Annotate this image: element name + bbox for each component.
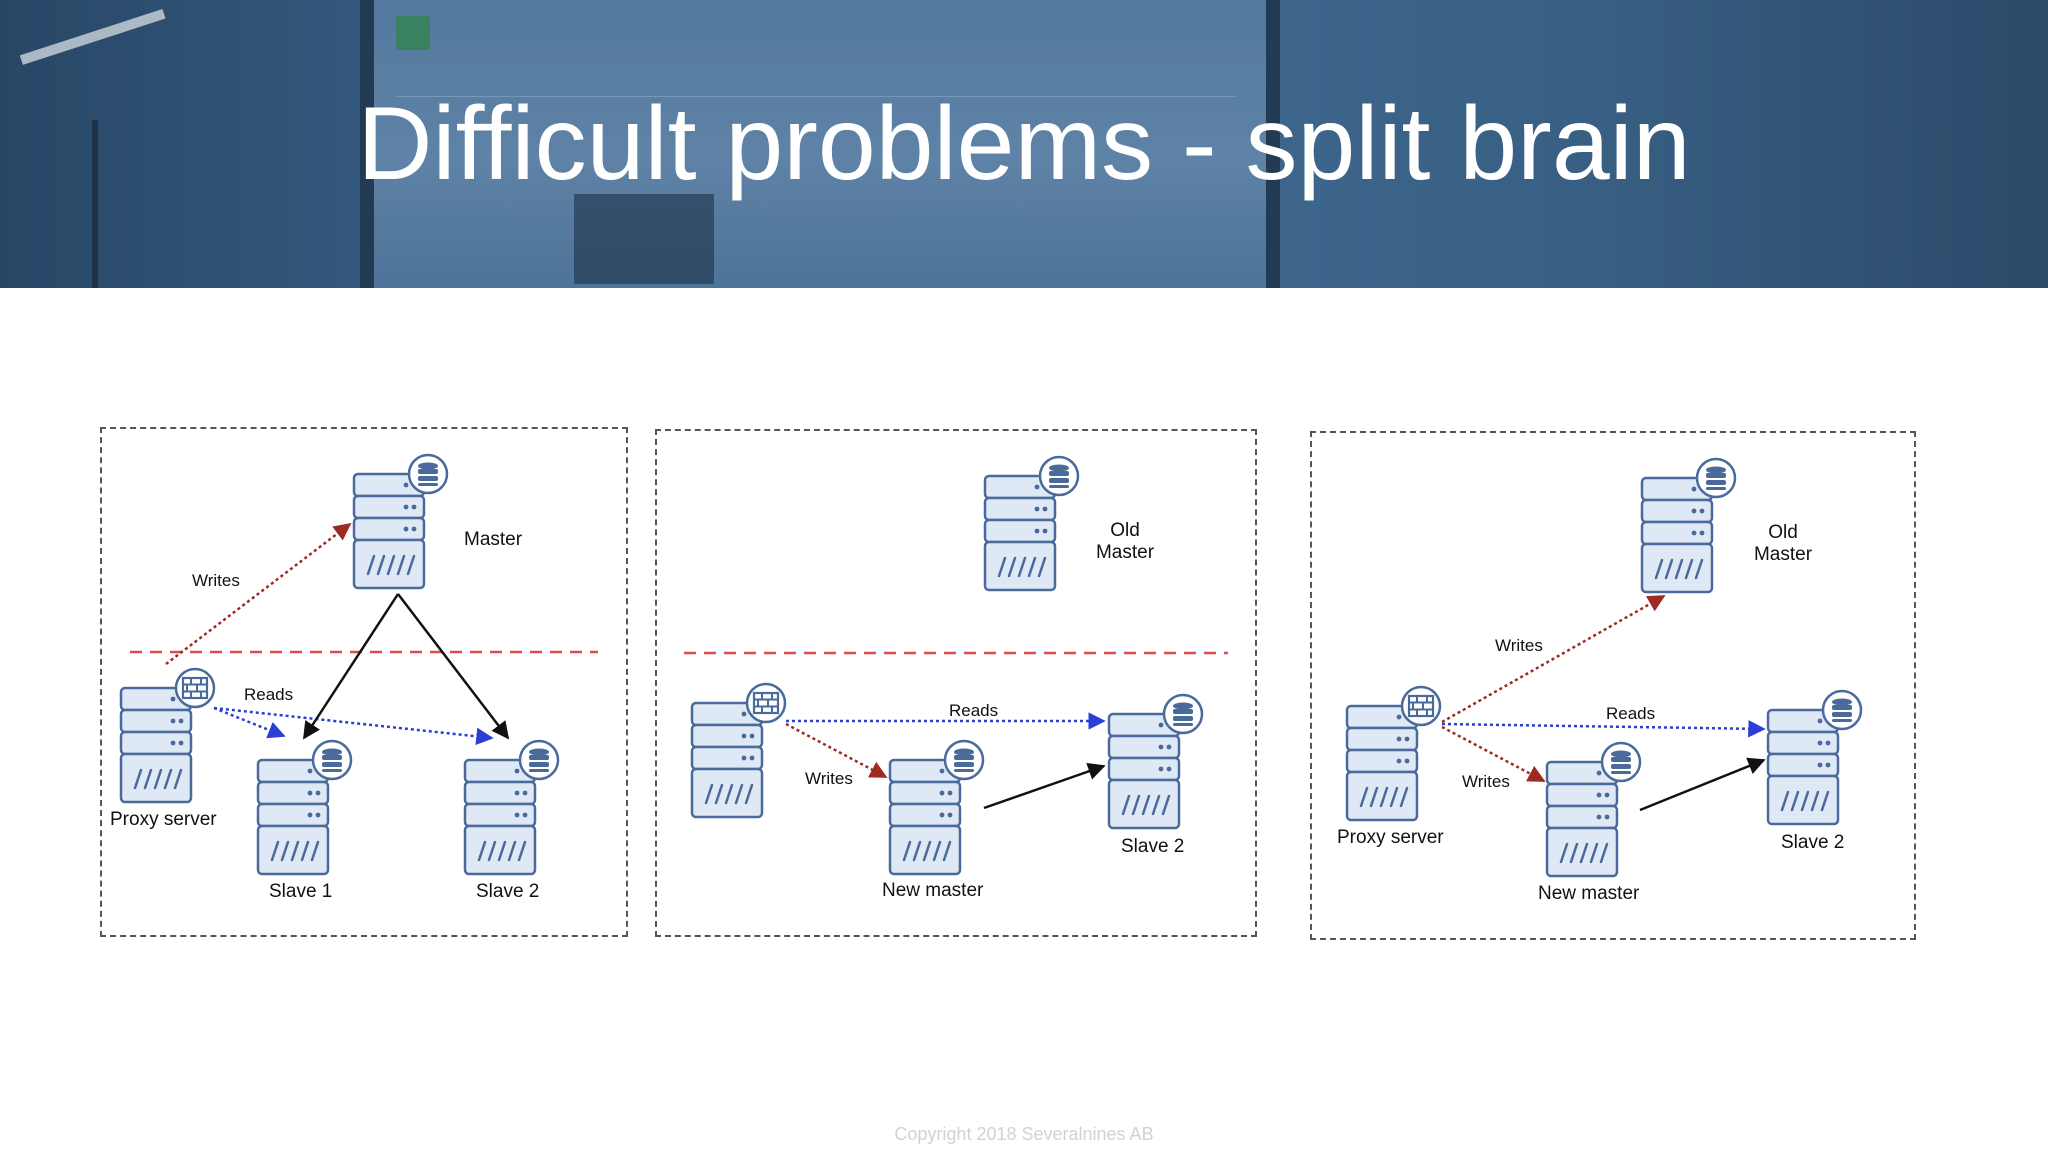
database-icon — [518, 739, 560, 781]
panel-1-diagram: Master Writes Reads Proxy server Slave 1… — [110, 453, 598, 902]
old-master-server — [983, 455, 1080, 592]
reads-arrow-slave2 — [213, 706, 494, 746]
header-overlay — [0, 0, 2048, 288]
replication-arrow — [983, 762, 1106, 810]
old-master-server — [1640, 457, 1737, 594]
slave-1-label: Slave 1 — [269, 881, 332, 902]
proxy-server-label: Proxy server — [1337, 827, 1444, 848]
firewall-icon — [1400, 685, 1442, 727]
reads-label: Reads — [1606, 704, 1655, 723]
slave-2-label: Slave 2 — [1121, 836, 1184, 857]
database-icon — [1600, 741, 1642, 783]
header-banner — [0, 0, 2048, 288]
new-master-label: New master — [1538, 883, 1640, 904]
slave-2-server — [1766, 689, 1863, 826]
slide-title: Difficult problems - split brain — [357, 86, 1691, 202]
panel-3-diagram: Old Master Writes Reads Writes Proxy ser… — [1337, 457, 1863, 904]
slave-2-server — [1107, 693, 1204, 830]
old-master-label-line2: Master — [1754, 544, 1813, 565]
proxy-server-label: Proxy server — [110, 809, 217, 830]
firewall-icon — [745, 682, 787, 724]
database-icon — [943, 739, 985, 781]
database-icon — [407, 453, 449, 495]
slave-2-label: Slave 2 — [1781, 832, 1844, 853]
copyright-notice: Copyright 2018 Severalnines AB — [894, 1124, 1154, 1144]
writes-arrow — [785, 722, 888, 779]
new-master-label: New master — [882, 880, 984, 901]
replication-arrow-slave2 — [397, 593, 510, 740]
slave-2-server — [463, 739, 560, 876]
database-icon — [1038, 455, 1080, 497]
writes-label: Writes — [805, 769, 853, 788]
reads-arrow-slave1 — [213, 706, 286, 739]
proxy-server — [1345, 685, 1442, 822]
slave-2-label: Slave 2 — [476, 881, 539, 902]
database-icon — [1162, 693, 1204, 735]
replication-arrow-slave1 — [302, 593, 400, 740]
firewall-icon — [174, 667, 216, 709]
background-lamp-pole — [92, 120, 98, 288]
background-app-badge — [396, 16, 430, 50]
proxy-server — [690, 682, 787, 819]
writes-arrow-new-master — [1441, 725, 1546, 783]
database-icon — [1695, 457, 1737, 499]
writes-label: Writes — [1495, 636, 1543, 655]
old-master-label-line1: Old — [1768, 522, 1798, 543]
reads-label: Reads — [949, 701, 998, 720]
replication-arrow — [1639, 757, 1766, 812]
reads-label: Reads — [244, 685, 293, 704]
background-tooltip — [574, 194, 714, 284]
background-tab-strip — [396, 76, 1236, 97]
database-icon — [311, 739, 353, 781]
master-server — [352, 453, 449, 590]
old-master-label-line2: Master — [1096, 542, 1155, 563]
database-icon — [1821, 689, 1863, 731]
background-monitor — [360, 0, 1280, 288]
panel-2-diagram: Old Master Reads Writes New master Slave… — [684, 455, 1228, 901]
writes-arrow-old-master — [1441, 594, 1666, 724]
writes-arrow — [165, 522, 352, 665]
master-label: Master — [464, 529, 523, 550]
new-master-server — [888, 739, 985, 876]
old-master-label-line1: Old — [1110, 520, 1140, 541]
reads-arrow — [1441, 720, 1766, 738]
new-master-server — [1545, 741, 1642, 878]
writes-label: Writes — [1462, 772, 1510, 791]
proxy-server — [119, 667, 216, 804]
slave-1-server — [256, 739, 353, 876]
writes-label: Writes — [192, 571, 240, 590]
